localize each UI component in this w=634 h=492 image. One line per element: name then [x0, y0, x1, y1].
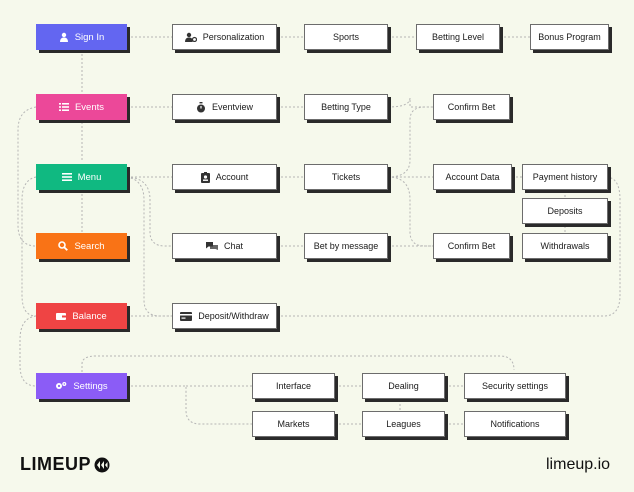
category-settings[interactable]: Settings — [36, 373, 127, 399]
node-label: Confirm Bet — [447, 241, 496, 251]
category-search[interactable]: Search — [36, 233, 127, 259]
node-betting-level[interactable]: Betting Level — [416, 24, 500, 50]
node-notifications[interactable]: Notifications — [464, 411, 566, 437]
node-label: Account — [215, 172, 249, 182]
node-dealing[interactable]: Dealing — [362, 373, 445, 399]
logo-mark-icon — [94, 457, 110, 473]
node-label: Confirm Bet — [447, 102, 496, 112]
node-tickets[interactable]: Tickets — [304, 164, 388, 190]
node-payment-history[interactable]: Payment history — [522, 164, 608, 190]
node-markets[interactable]: Markets — [252, 411, 335, 437]
logo-text: LIMEUP — [20, 454, 92, 474]
node-label: Chat — [223, 241, 243, 251]
node-label: Bonus Program — [538, 32, 601, 42]
node-sports[interactable]: Sports — [304, 24, 388, 50]
node-label: Betting Level — [431, 32, 485, 42]
node-withdrawals[interactable]: Withdrawals — [522, 233, 608, 259]
node-label: Payment history — [532, 172, 598, 182]
node-label: Betting Type — [321, 102, 371, 112]
category-balance[interactable]: Balance — [36, 303, 127, 329]
category-label: Search — [74, 240, 105, 252]
node-interface[interactable]: Interface — [252, 373, 335, 399]
node-bonus-program[interactable]: Bonus Program — [530, 24, 609, 50]
search-icon — [58, 241, 69, 251]
node-label: Tickets — [331, 172, 361, 182]
user-settings-icon — [184, 32, 197, 42]
category-sign-in[interactable]: Sign In — [36, 24, 127, 50]
node-bet-by-message[interactable]: Bet by message — [304, 233, 388, 259]
node-label: Markets — [277, 419, 310, 429]
node-betting-type[interactable]: Betting Type — [304, 94, 388, 120]
category-events[interactable]: Events — [36, 94, 127, 120]
node-label: Withdrawals — [540, 241, 590, 251]
category-label: Menu — [77, 171, 102, 183]
node-label: Notifications — [490, 419, 540, 429]
stopwatch-icon — [196, 101, 206, 113]
category-label: Balance — [72, 310, 107, 322]
category-menu[interactable]: Menu — [36, 164, 127, 190]
category-label: Settings — [73, 380, 108, 392]
list-icon — [58, 102, 69, 112]
node-label: Sports — [332, 32, 359, 42]
node-label: Deposits — [547, 206, 583, 216]
node-confirm-bet-top[interactable]: Confirm Bet — [433, 94, 510, 120]
node-security-settings[interactable]: Security settings — [464, 373, 566, 399]
category-label: Events — [74, 101, 105, 113]
node-leagues[interactable]: Leagues — [362, 411, 445, 437]
node-label: Bet by message — [313, 241, 379, 251]
node-label: Leagues — [386, 419, 421, 429]
user-icon — [59, 32, 69, 42]
chat-bubbles-icon — [205, 241, 218, 251]
node-label: Eventview — [211, 102, 254, 112]
node-label: Interface — [275, 381, 312, 391]
node-deposit-withdraw[interactable]: Deposit/Withdraw — [172, 303, 277, 329]
site-url: limeup.io — [546, 456, 611, 473]
menu-icon — [61, 172, 72, 182]
category-label: Sign In — [74, 31, 105, 43]
limeup-logo: LIMEUP — [20, 454, 110, 475]
node-personalization[interactable]: Personalization — [172, 24, 277, 50]
node-confirm-bet-bottom[interactable]: Confirm Bet — [433, 233, 510, 259]
gears-icon — [55, 381, 67, 391]
node-account-data[interactable]: Account Data — [433, 164, 512, 190]
id-badge-icon — [200, 171, 210, 183]
node-chat[interactable]: Chat — [172, 233, 277, 259]
credit-card-icon — [180, 311, 193, 321]
node-account[interactable]: Account — [172, 164, 277, 190]
node-label: Personalization — [202, 32, 265, 42]
node-deposits[interactable]: Deposits — [522, 198, 608, 224]
node-label: Dealing — [388, 381, 419, 391]
wallet-icon — [56, 311, 67, 321]
node-label: Security settings — [481, 381, 549, 391]
node-label: Deposit/Withdraw — [198, 311, 269, 321]
node-label: Account Data — [445, 172, 500, 182]
node-eventview[interactable]: Eventview — [172, 94, 277, 120]
